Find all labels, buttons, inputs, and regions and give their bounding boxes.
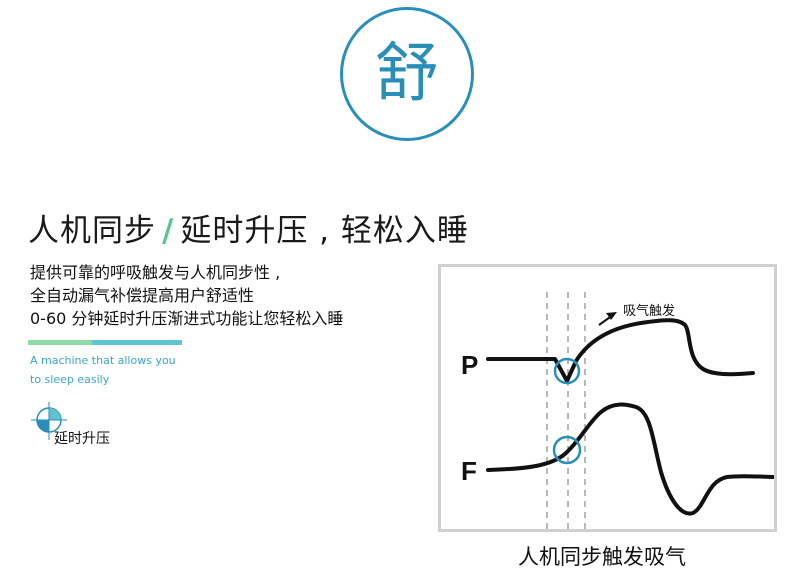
description-line: 全自动漏气补偿提高用户舒适性 [30, 286, 255, 305]
accent-divider-green [28, 340, 92, 345]
headline-part2: 延时升压 , 轻松入睡 [180, 213, 469, 249]
feature-item-delay-ramp: 延时升压 [24, 400, 144, 448]
tagline-line: to sleep easily [30, 373, 110, 386]
headline: 人机同步/延时升压 , 轻松入睡 [28, 205, 469, 250]
comfort-badge: 舒 [340, 7, 474, 141]
flow-trigger-marker [552, 435, 582, 465]
flow-waveform [486, 402, 774, 516]
feature-description: 提供可靠的呼吸触发与人机同步性 , 全自动漏气补偿提高用户舒适性 0-60 分钟… [30, 261, 343, 330]
flow-label: F [461, 456, 477, 486]
pressure-waveform [486, 318, 755, 383]
headline-separator: / [162, 213, 175, 249]
synchronization-diagram: P F 吸气触发 [438, 264, 777, 532]
arrow-head [606, 312, 617, 320]
waveform-diagram: P F 吸气触发 [461, 292, 774, 529]
description-line: 0-60 分钟延时升压渐进式功能让您轻松入睡 [30, 309, 344, 328]
trigger-annotation: 吸气触发 [623, 303, 675, 319]
headline-part1: 人机同步 [28, 213, 156, 249]
accent-divider [28, 340, 182, 345]
pressure-trigger-marker [553, 357, 581, 385]
description-line: 提供可靠的呼吸触发与人机同步性 , [30, 263, 281, 282]
badge-character: 舒 [375, 37, 439, 111]
tagline-line: A machine that allows you [30, 354, 176, 367]
english-tagline: A machine that allows you to sleep easil… [30, 351, 176, 389]
feature-label: 延时升压 [54, 431, 110, 447]
diagram-caption: 人机同步触发吸气 [518, 545, 686, 569]
crosshair-target-icon [31, 402, 67, 440]
pressure-label: P [461, 350, 478, 380]
